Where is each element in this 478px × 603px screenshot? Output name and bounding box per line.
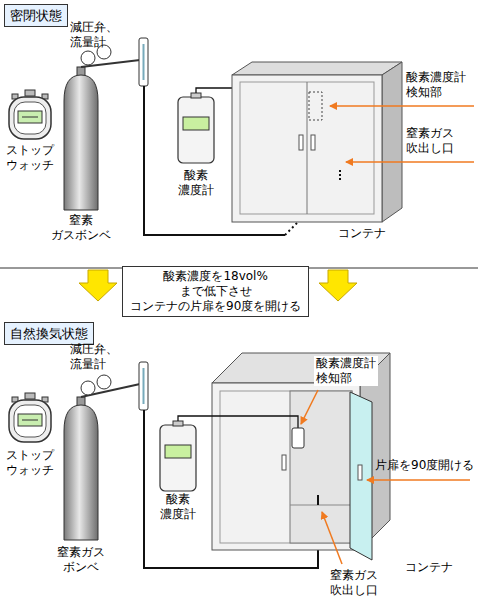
part-label: 酸素 濃度計 — [178, 168, 214, 198]
part-label: ストップ ウォッチ — [6, 448, 54, 478]
state-title: 自然換気状態 — [4, 322, 94, 345]
callout-label: 窒素ガス 吹出し口 — [406, 126, 454, 156]
part-label: 酸素 濃度計 — [160, 492, 196, 522]
part-label: 窒素ガス ボンベ — [57, 545, 105, 575]
part-label: ストップ ウォッチ — [6, 143, 54, 173]
box-text: 密閉状態 — [10, 7, 62, 24]
callout-label: 窒素ガス 吹出し口 — [330, 568, 378, 598]
callout-label: 片扉を90度開ける — [375, 458, 474, 473]
callout-label: 酸素濃度計 検知部 — [314, 356, 378, 386]
part-label: 減圧弁、流量計 — [70, 342, 118, 372]
callout-label: 酸素濃度計 検知部 — [406, 70, 466, 100]
part-label: コンテナ — [338, 226, 386, 241]
instruction-box: 酸素濃度を18vol%まで低下させ コンテナの片扉を90度を開ける — [122, 266, 309, 317]
box-text: 自然換気状態 — [10, 325, 88, 342]
box-text: 酸素濃度を18vol%まで低下させ コンテナの片扉を90度を開ける — [130, 269, 301, 314]
state-title: 密閉状態 — [4, 4, 68, 27]
part-label: 減圧弁、流量計 — [70, 20, 118, 50]
part-label: 窒素 ガスボンベ — [51, 213, 111, 243]
part-label: コンテナ — [405, 560, 453, 575]
